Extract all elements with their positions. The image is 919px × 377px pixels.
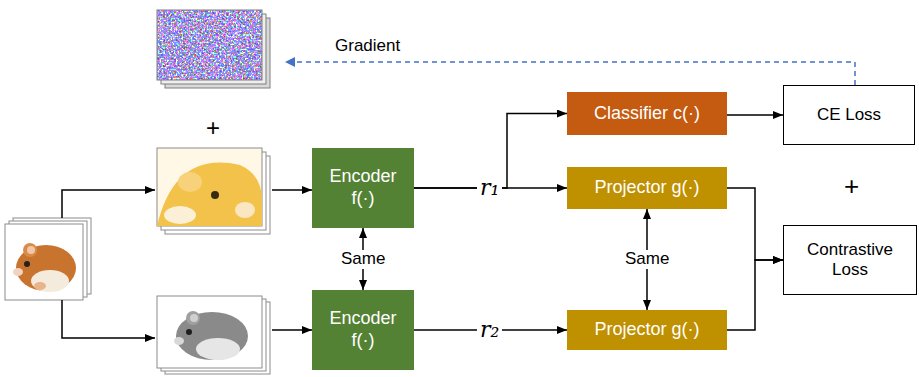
input-image-stack bbox=[5, 218, 91, 300]
same-label: Same bbox=[338, 250, 388, 269]
noise-stack bbox=[157, 10, 270, 88]
gradient-line bbox=[286, 62, 855, 85]
connector-arrow bbox=[727, 260, 783, 330]
loss-box: CE Loss bbox=[783, 85, 915, 145]
connector-arrow bbox=[727, 114, 783, 116]
loss-box: Contrastive Loss bbox=[783, 225, 917, 295]
node-text: Projector g(·) bbox=[594, 319, 699, 341]
grayscale-image-stack bbox=[157, 296, 270, 374]
projector-box: Projector g(·) bbox=[567, 167, 727, 209]
image-to-encoder-arrow bbox=[272, 329, 312, 331]
gradient-label: Gradient bbox=[332, 37, 403, 56]
same-label: Same bbox=[622, 250, 672, 269]
node-text: Encoder f(·) bbox=[318, 308, 408, 351]
node-text: Projector g(·) bbox=[594, 177, 699, 199]
node-text: Encoder f(·) bbox=[318, 166, 408, 209]
connector-arrow bbox=[727, 188, 783, 260]
classifier-box: Classifier c(·) bbox=[567, 92, 727, 135]
plus-sign: + bbox=[841, 172, 862, 201]
input-arrow bbox=[62, 190, 155, 218]
image-to-encoder-arrow bbox=[272, 189, 312, 191]
input-arrow bbox=[62, 300, 155, 338]
augmented-image-stack bbox=[157, 148, 270, 234]
representation-label: r₂ bbox=[477, 318, 502, 342]
plus-sign: + bbox=[203, 115, 223, 141]
projector-box: Projector g(·) bbox=[567, 310, 727, 350]
node-text: CE Loss bbox=[817, 105, 881, 125]
encoder-box: Encoder f(·) bbox=[312, 148, 414, 228]
node-text: Classifier c(·) bbox=[594, 103, 700, 125]
encoder-box: Encoder f(·) bbox=[312, 290, 414, 370]
representation-label: r₁ bbox=[477, 176, 502, 200]
node-text: Contrastive Loss bbox=[790, 240, 910, 281]
